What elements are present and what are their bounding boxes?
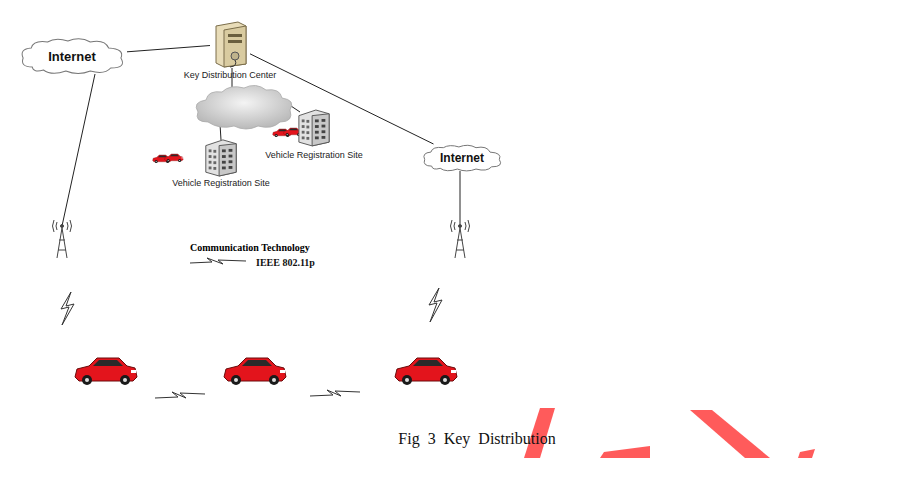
site-node: Vehicle Registration Site bbox=[203, 138, 239, 176]
antenna-tower bbox=[53, 220, 72, 258]
cloud-label: Internet bbox=[420, 144, 504, 172]
legend-sample bbox=[190, 256, 250, 268]
node-label: Key Distribution Center bbox=[184, 70, 277, 80]
vehicle bbox=[395, 358, 457, 385]
legend-text: IEEE 802.11p bbox=[256, 257, 315, 268]
wireless-link bbox=[61, 288, 442, 325]
network-cloud bbox=[196, 85, 292, 129]
figure-caption: Fig 3 Key Distribution bbox=[398, 430, 555, 448]
node-label: Vehicle Registration Site bbox=[265, 150, 363, 160]
cloud-label: Internet bbox=[17, 37, 127, 75]
node-label: Vehicle Registration Site bbox=[172, 178, 270, 188]
building-icon bbox=[203, 138, 239, 176]
site-node: Vehicle Registration Site bbox=[297, 106, 331, 148]
network-link bbox=[127, 46, 210, 52]
internet-cloud: Internet bbox=[420, 144, 504, 172]
legend-entry: IEEE 802.11p bbox=[190, 256, 315, 268]
watermark-shape bbox=[524, 408, 815, 458]
network-link bbox=[250, 54, 434, 144]
vehicle bbox=[75, 358, 137, 385]
v2v-link bbox=[155, 390, 360, 398]
internet-cloud: Internet bbox=[17, 37, 127, 75]
legend-heading: Communication Technology bbox=[190, 242, 310, 253]
server-node: Key Distribution Center bbox=[210, 20, 250, 68]
network-wire bbox=[62, 68, 460, 226]
antenna-tower bbox=[451, 220, 470, 258]
building-icon bbox=[297, 106, 331, 148]
vehicle bbox=[224, 358, 286, 385]
server-icon bbox=[210, 20, 250, 68]
